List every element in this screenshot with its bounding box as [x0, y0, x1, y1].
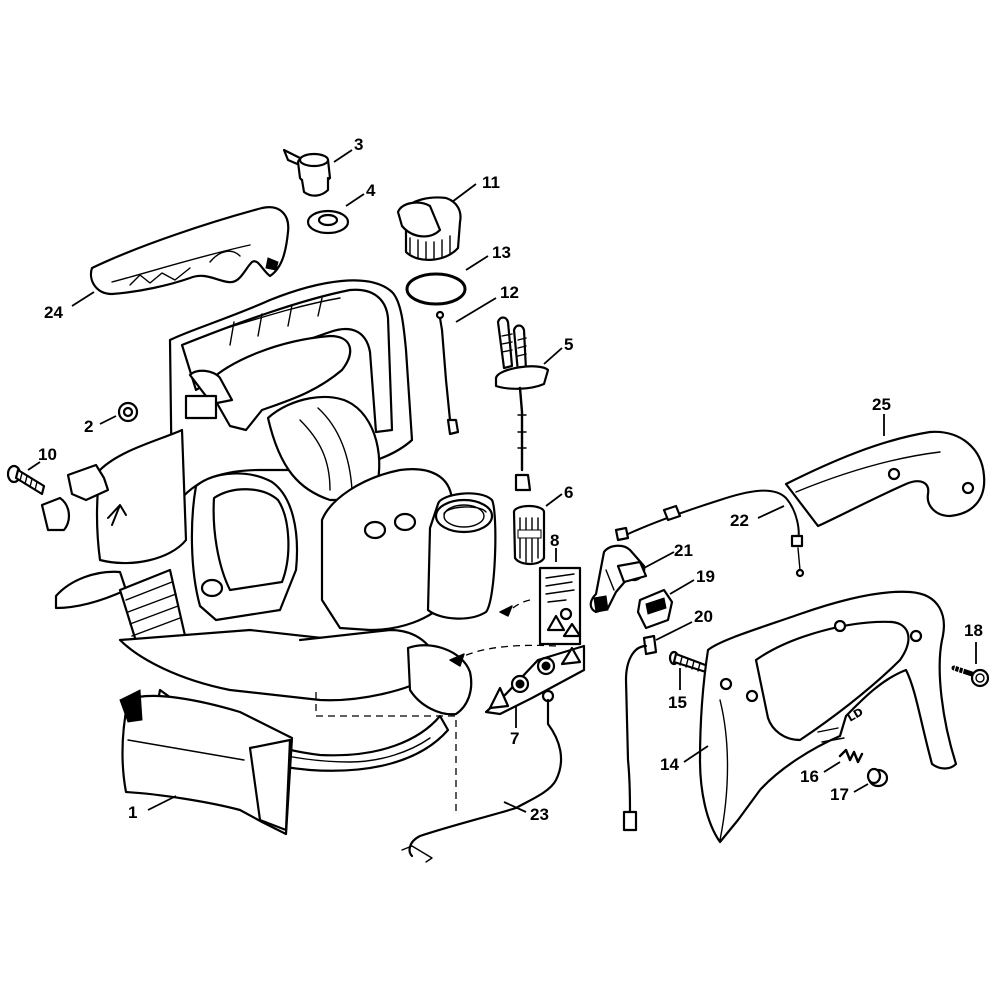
- part-18-screw: [951, 663, 990, 688]
- part-7-warning-decal: [484, 644, 586, 716]
- callout-25: 25: [872, 395, 891, 414]
- part-22-throttle-cable: [614, 489, 805, 578]
- part-20-lead-wire: [622, 634, 658, 832]
- callout-16: 16: [800, 767, 819, 786]
- part-13-o-ring: [405, 272, 467, 306]
- callout-24: 24: [44, 303, 63, 322]
- part-8-decal: [538, 566, 582, 646]
- part-21-throttle-trigger: [589, 544, 648, 614]
- part-3-fitting: [282, 148, 332, 197]
- callout-2: 2: [84, 417, 93, 436]
- part-16-spring: [838, 748, 864, 764]
- part-17-button: [866, 767, 889, 788]
- part-2-plug: [117, 401, 139, 423]
- part-housing-main: [40, 279, 497, 836]
- callout-14: 14: [660, 755, 679, 774]
- callout-8: 8: [550, 531, 559, 550]
- callout-4: 4: [366, 181, 376, 200]
- part-6-filter: [512, 504, 546, 566]
- callout-10: 10: [38, 445, 57, 464]
- callout-1: 1: [128, 803, 137, 822]
- callout-19: 19: [696, 567, 715, 586]
- part-25-cover: [784, 430, 986, 528]
- callout-12: 12: [500, 283, 519, 302]
- part-24-handle-cover: [89, 206, 290, 296]
- assembly-guide-lines: [315, 599, 557, 812]
- part-11-tank-cap: [396, 196, 462, 261]
- callout-11: 11: [482, 173, 500, 192]
- part-12-rod: [435, 310, 460, 436]
- callout-21: 21: [674, 541, 693, 560]
- callout-5: 5: [564, 335, 573, 354]
- callout-17: 17: [830, 785, 849, 804]
- callout-3: 3: [354, 135, 363, 154]
- part-4-grommet: [306, 209, 350, 235]
- callout-22: 22: [730, 511, 749, 530]
- leader-lines: [27, 149, 977, 813]
- part-19-switch: [636, 588, 674, 630]
- callout-23: 23: [530, 805, 549, 824]
- callout-15: 15: [668, 693, 687, 712]
- part-14-rear-handle: LD: [698, 590, 958, 844]
- callout-20: 20: [694, 607, 713, 626]
- callout-18: 18: [964, 621, 983, 640]
- callout-13: 13: [492, 243, 511, 262]
- callout-labels: 1 2 3 4 5 6 7 8 10 11 12 13 14 15 16 17 …: [38, 135, 983, 824]
- part-15-screw: [668, 650, 710, 674]
- part-10-screw: [6, 464, 46, 496]
- callout-7: 7: [510, 729, 519, 748]
- callout-6: 6: [564, 483, 573, 502]
- part-5-fuel-pickup: [494, 316, 550, 492]
